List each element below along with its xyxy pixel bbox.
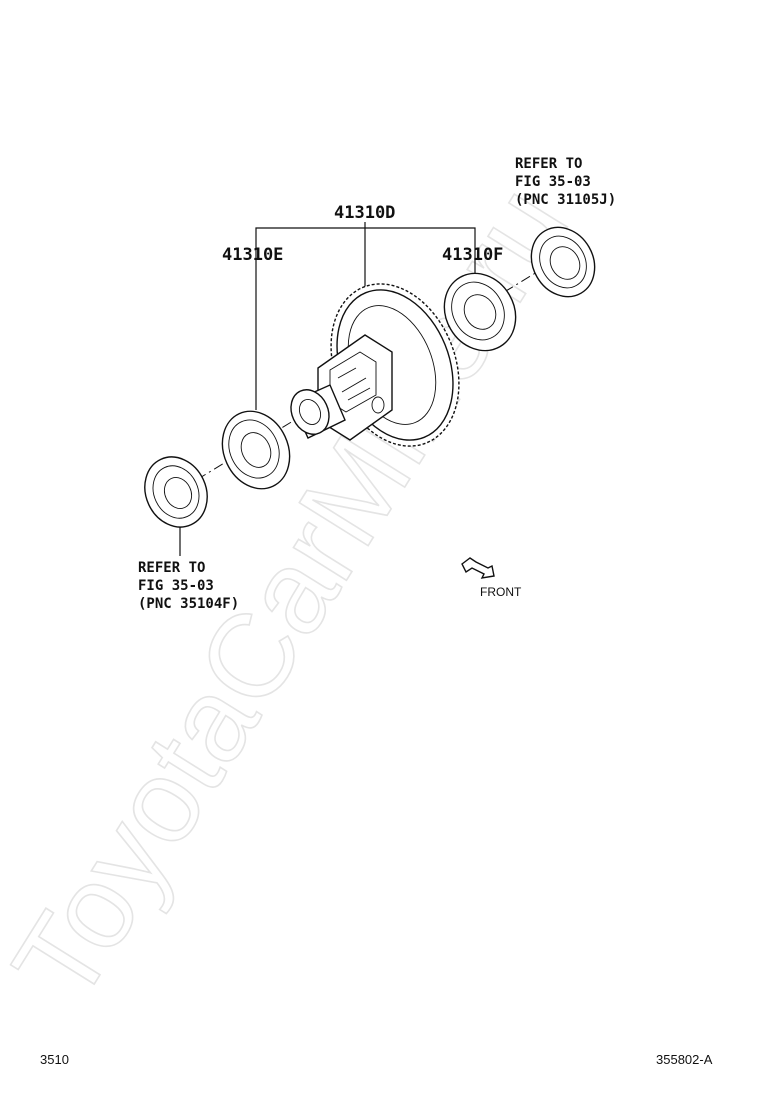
right-bearing	[443, 272, 517, 352]
refer-right-line2: FIG 35-03	[515, 174, 591, 190]
front-arrow-icon	[461, 557, 495, 579]
left-oil-seal	[144, 456, 208, 528]
callout-41310D: 41310D	[334, 203, 395, 223]
refer-right-line1: REFER TO	[515, 156, 582, 172]
refer-left-line1: REFER TO	[138, 560, 205, 576]
callout-41310E: 41310E	[222, 245, 283, 265]
refer-left-line3: (PNC 35104F)	[138, 596, 239, 612]
refer-note-left: REFER TO FIG 35-03 (PNC 35104F)	[138, 560, 239, 612]
refer-left-line2: FIG 35-03	[138, 578, 214, 594]
refer-note-right: REFER TO FIG 35-03 (PNC 31105J)	[515, 156, 616, 208]
left-bearing	[221, 410, 291, 490]
footer-page-code: 3510	[40, 1052, 69, 1067]
differential-case-assembly	[290, 283, 460, 447]
refer-right-line3: (PNC 31105J)	[515, 192, 616, 208]
callout-41310F: 41310F	[442, 245, 503, 265]
footer-figure-code: 355802-A	[656, 1052, 713, 1067]
right-oil-seal	[530, 226, 596, 298]
front-label: FRONT	[480, 585, 522, 599]
